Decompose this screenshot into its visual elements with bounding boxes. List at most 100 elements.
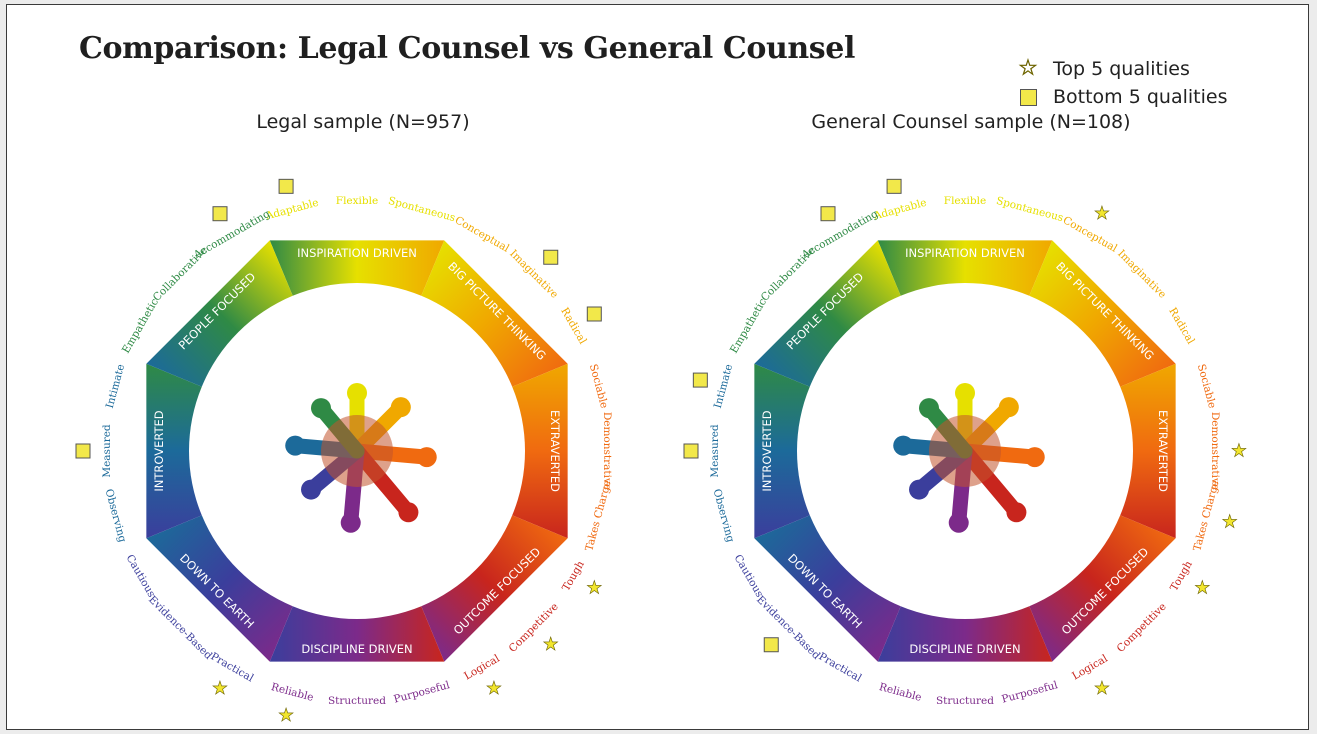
splash-tip xyxy=(398,502,419,523)
splash-tip xyxy=(909,479,930,500)
quality-label-intimate: Intimate xyxy=(712,363,735,410)
quality-label-conceptual: Conceptual xyxy=(1061,214,1120,255)
quality-label-sociable: Sociable xyxy=(587,363,610,410)
top-marker-star-icon: ★ xyxy=(1231,441,1247,462)
bottom-marker-square-icon xyxy=(75,443,91,459)
quality-label-radical: Radical xyxy=(558,306,589,347)
ring-label-introverted: INTROVERTED xyxy=(152,410,166,491)
quality-label-takes-charge: Takes Charge xyxy=(583,479,613,552)
quality-label-imaginative: Imaginative xyxy=(1115,248,1168,301)
splash-tip xyxy=(347,383,367,403)
quality-label-structured: Structured xyxy=(936,695,994,707)
quality-label-intimate: Intimate xyxy=(104,363,127,410)
splash-tip xyxy=(340,512,361,533)
splash-tip xyxy=(1006,502,1027,523)
quality-label-reliable: Reliable xyxy=(270,681,315,704)
quality-label-takes-charge: Takes Charge xyxy=(1191,479,1221,552)
quality-label-cautious: Cautious xyxy=(124,553,158,600)
central-splash xyxy=(893,383,1045,533)
quality-label-flexible: Flexible xyxy=(944,195,986,207)
top-marker-star-icon: ★ xyxy=(1222,511,1238,532)
quality-label-demonstrative: Demonstrative xyxy=(601,412,613,490)
top-marker-star-icon: ★ xyxy=(278,705,294,726)
panel-title-legal: Legal sample (N=957) xyxy=(256,111,470,133)
ring-label-discipline-driven: DISCIPLINE DRIVEN xyxy=(301,642,412,656)
square-icon xyxy=(1017,88,1039,106)
splash-core xyxy=(929,415,1001,487)
top-marker-star-icon: ★ xyxy=(543,634,559,655)
ring-label-extraverted: EXTRAVERTED xyxy=(548,410,562,492)
quality-label-purposeful: Purposeful xyxy=(392,679,451,706)
quality-label-demonstrative: Demonstrative xyxy=(1209,412,1221,490)
splash-tip xyxy=(948,512,969,533)
quality-label-tough: Tough xyxy=(560,559,587,594)
panel-title-gc: General Counsel sample (N=108) xyxy=(811,111,1131,133)
quality-label-radical: Radical xyxy=(1166,306,1197,347)
bottom-marker-square-icon xyxy=(692,372,708,388)
quality-label-tough: Tough xyxy=(1168,559,1195,594)
quality-label-conceptual: Conceptual xyxy=(453,214,512,255)
bottom-marker-square-icon xyxy=(543,249,559,265)
slide: Comparison: Legal Counsel vs General Cou… xyxy=(6,4,1309,730)
top-marker-star-icon: ★ xyxy=(1094,678,1110,699)
quality-label-adaptable: Adaptable xyxy=(872,197,928,223)
page-title: Comparison: Legal Counsel vs General Cou… xyxy=(79,31,855,66)
star-icon: ☆ xyxy=(1018,56,1038,81)
quality-label-adaptable: Adaptable xyxy=(264,197,320,223)
quality-label-cautious: Cautious xyxy=(732,553,766,600)
splash-tip xyxy=(311,398,332,419)
quality-label-spontaneous: Spontaneous xyxy=(387,195,457,224)
top-marker-star-icon: ★ xyxy=(486,678,502,699)
quality-label-observing: Observing xyxy=(711,488,737,544)
quality-label-spontaneous: Spontaneous xyxy=(995,195,1065,224)
splash-tip xyxy=(416,447,437,468)
quality-label-empathetic: Empathetic xyxy=(120,296,161,355)
bottom-marker-square-icon xyxy=(278,178,294,194)
quality-label-practical: Practical xyxy=(817,650,865,684)
legend-item-bottom: Bottom 5 qualities xyxy=(1017,83,1227,111)
quality-label-competitive: Competitive xyxy=(1115,601,1169,655)
top-marker-star-icon: ★ xyxy=(586,578,602,599)
top-marker-star-icon: ★ xyxy=(1194,578,1210,599)
bottom-marker-square-icon xyxy=(820,206,836,222)
bottom-marker-square-icon xyxy=(212,206,228,222)
splash-tip xyxy=(998,397,1019,418)
splash-tip xyxy=(1024,447,1045,468)
splash-tip xyxy=(893,435,914,456)
bottom-marker-square-icon xyxy=(763,637,779,653)
ring-label-discipline-driven: DISCIPLINE DRIVEN xyxy=(909,642,1020,656)
quality-label-observing: Observing xyxy=(103,488,129,544)
splash-core xyxy=(321,415,393,487)
quality-label-flexible: Flexible xyxy=(336,195,378,207)
ring-label-inspiration-driven: INSPIRATION DRIVEN xyxy=(297,246,417,260)
legend: ☆ Top 5 qualities Bottom 5 qualities xyxy=(1017,55,1228,111)
bottom-marker-square-icon xyxy=(683,443,699,459)
splash-tip xyxy=(285,435,306,456)
quality-label-evidence-based: Evidence-Based xyxy=(146,594,214,662)
ring-label-inspiration-driven: INSPIRATION DRIVEN xyxy=(905,246,1025,260)
quality-label-purposeful: Purposeful xyxy=(1000,679,1059,706)
ring-label-introverted: INTROVERTED xyxy=(760,410,774,491)
quality-label-measured: Measured xyxy=(101,424,113,478)
legend-label-bottom: Bottom 5 qualities xyxy=(1053,86,1228,108)
quality-label-measured: Measured xyxy=(709,424,721,478)
legend-label-top: Top 5 qualities xyxy=(1053,58,1190,80)
splash-tip xyxy=(390,397,411,418)
splash-tip xyxy=(955,383,975,403)
bottom-marker-square-icon xyxy=(586,306,602,322)
legend-item-top: ☆ Top 5 qualities xyxy=(1017,55,1227,83)
splash-tip xyxy=(301,479,322,500)
quality-label-empathetic: Empathetic xyxy=(728,296,769,355)
ring-label-extraverted: EXTRAVERTED xyxy=(1156,410,1170,492)
top-marker-star-icon: ★ xyxy=(212,678,228,699)
quality-label-structured: Structured xyxy=(328,695,386,707)
quality-label-sociable: Sociable xyxy=(1195,363,1218,410)
bottom-marker-square-icon xyxy=(886,178,902,194)
central-splash xyxy=(285,383,437,533)
top-marker-star-icon: ★ xyxy=(1094,203,1110,224)
quality-label-reliable: Reliable xyxy=(878,681,923,704)
splash-tip xyxy=(919,398,940,419)
